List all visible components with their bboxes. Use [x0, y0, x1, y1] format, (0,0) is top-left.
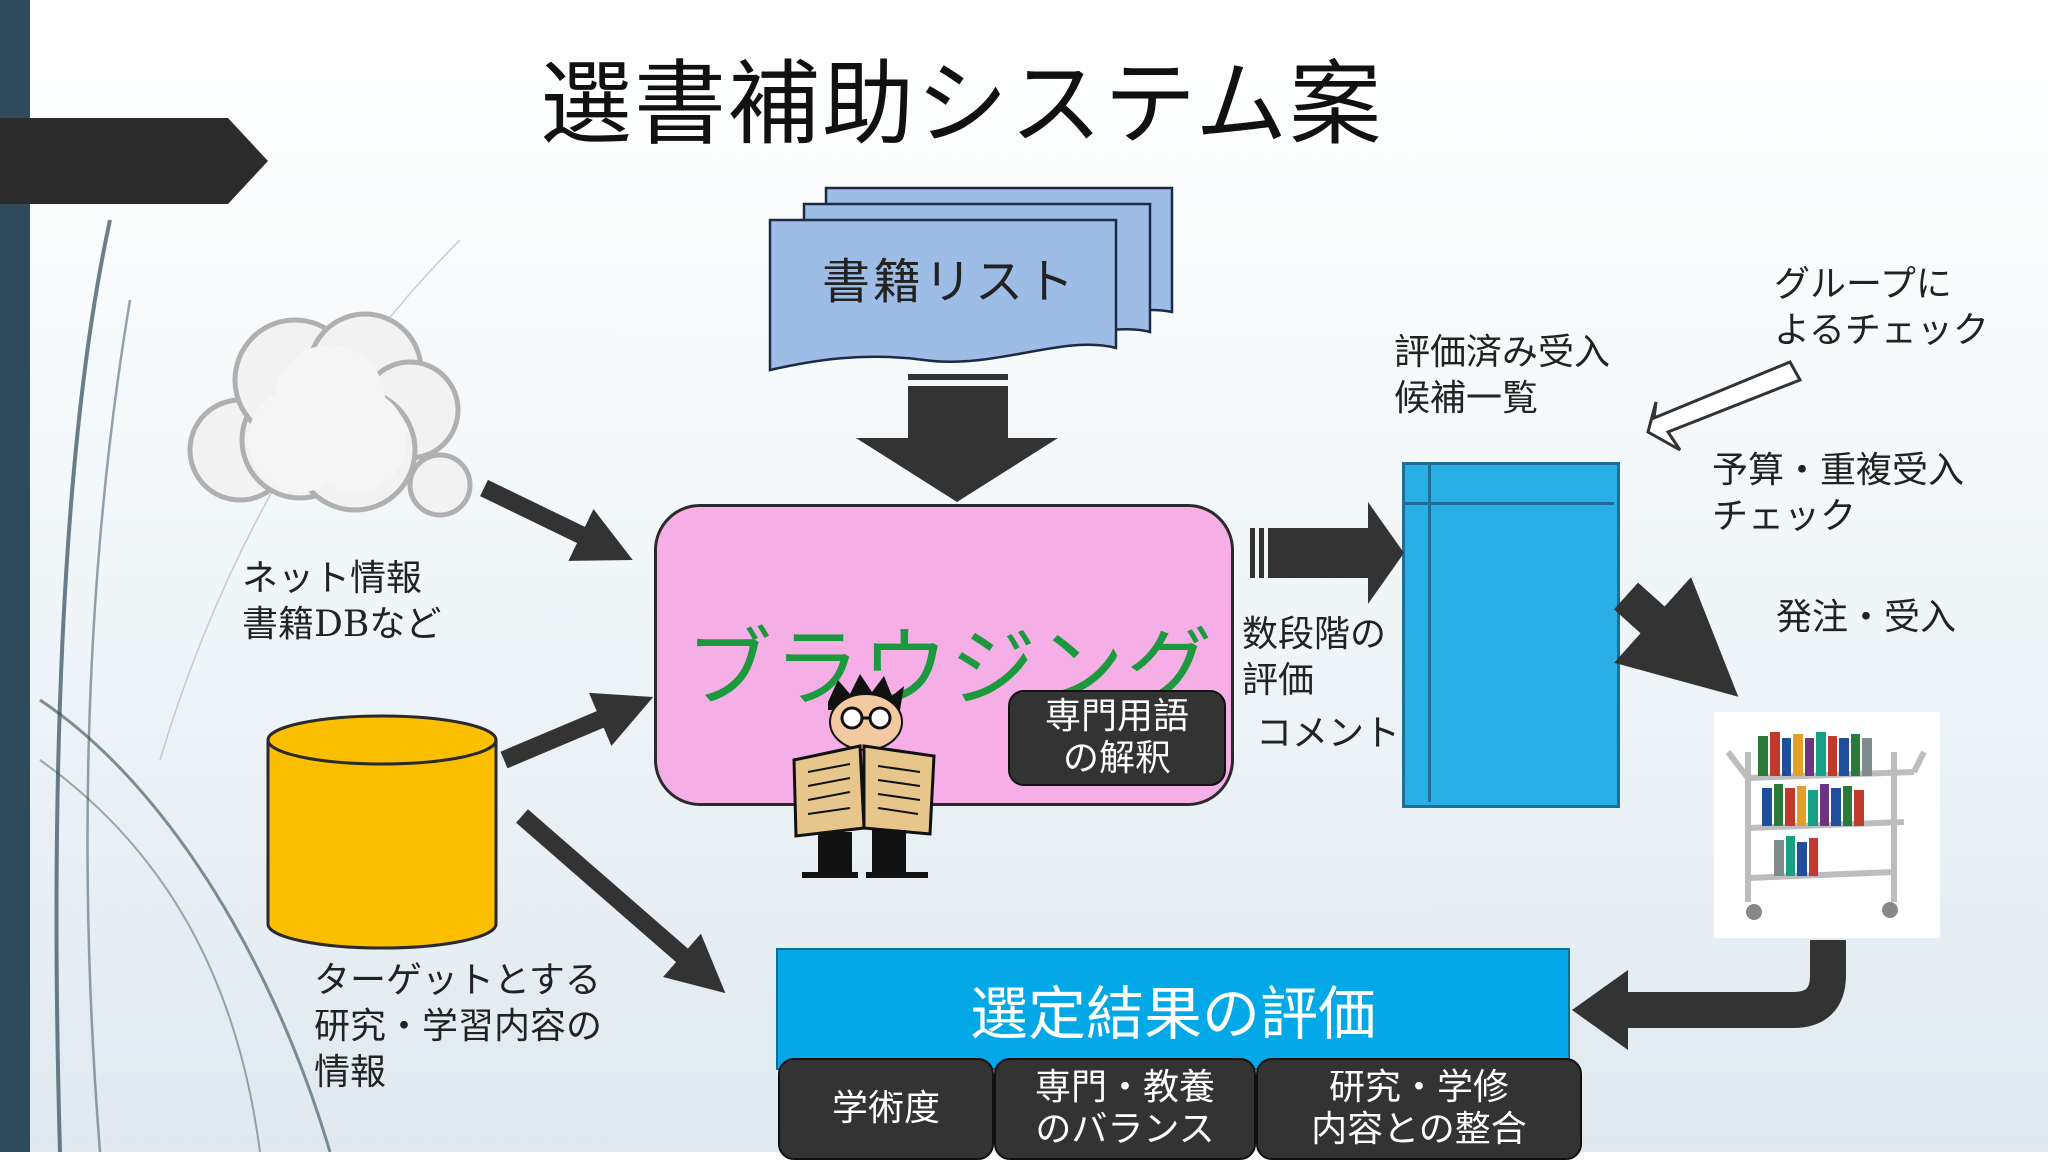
evaluated-list-label: 評価済み受入 候補一覧 [1394, 332, 1611, 419]
title-tab-marker [0, 118, 268, 204]
document-stack-icon [768, 186, 1174, 372]
net-info-label: ネット情報 書籍DBなど [242, 558, 442, 645]
budget-check-label: 予算・重複受入 チェック [1712, 450, 1965, 537]
criteria-box: 専門・教養 のバランス [994, 1058, 1256, 1160]
list-panel-divider [1402, 502, 1614, 505]
multi-eval-label: 数段階の 評価 [1242, 614, 1387, 701]
comment-label: コメント [1256, 713, 1401, 754]
cloud-icon [187, 311, 473, 518]
book-list-label: 書籍リスト [822, 254, 1078, 310]
book-cart-panel [1714, 712, 1940, 938]
evaluated-list-panel [1402, 462, 1620, 808]
result-eval-box: 選定結果の評価 [776, 948, 1570, 1070]
list-panel-divider [1428, 462, 1431, 802]
order-receive-label: 発注・受入 [1776, 597, 1957, 638]
database-icon [266, 714, 498, 950]
target-info-label: ターゲットとする 研究・学習内容の 情報 [314, 960, 603, 1093]
term-explain-box: 専門用語 の解釈 [1008, 690, 1226, 786]
group-check-label: グループに よるチェック [1774, 264, 1989, 351]
criteria-box: 研究・学修 内容との整合 [1256, 1058, 1582, 1160]
page-title: 選書補助システム案 [540, 51, 1384, 158]
book-cart-icon [1725, 732, 1927, 920]
reader-figure-icon [792, 674, 936, 878]
criteria-box: 学術度 [778, 1058, 994, 1160]
